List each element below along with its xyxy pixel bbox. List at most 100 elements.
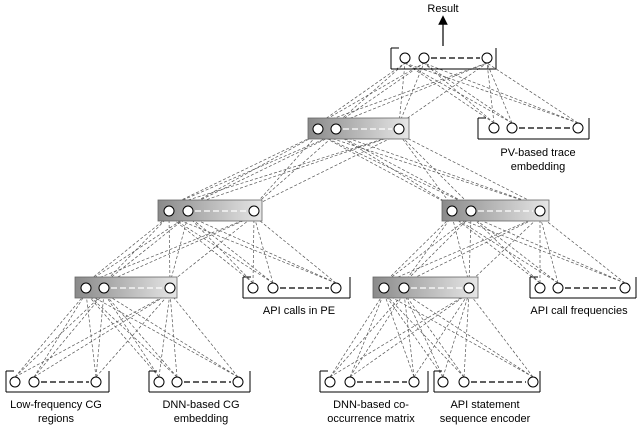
neuron-node [90, 376, 102, 388]
edge-l3b-l2b [383, 215, 453, 284]
neuron-node [182, 205, 194, 217]
edge-mid-top [317, 62, 488, 125]
edge-dnncg-l3a [103, 292, 239, 378]
neuron-node [98, 282, 110, 294]
edge-freq-l2b [451, 215, 626, 284]
edge-l3a-l2a [103, 215, 255, 284]
edge-l3b-l2b [451, 215, 470, 284]
edge-l3b-l2b [403, 215, 453, 284]
edge-dnncg-l3a [85, 292, 178, 378]
neuron-node [344, 376, 356, 388]
edge-lf-l3a [33, 292, 105, 378]
edge-lf-l3a [85, 292, 97, 378]
edge-dnncg-l3a [85, 292, 160, 378]
edge-pv-top [404, 62, 495, 124]
edge-stmt-l3b [403, 292, 534, 378]
edge-l2a-mid [253, 133, 319, 207]
node-group-l2a [157, 199, 263, 222]
neuron-node [164, 282, 176, 294]
edge-mid-top [398, 62, 425, 125]
edge-cooc-l3b [349, 292, 470, 378]
neuron-node [247, 282, 259, 294]
neuron-node [534, 282, 546, 294]
edge-l2a-mid [253, 133, 400, 207]
edge-l3b-l2b [468, 215, 541, 284]
edge-api_pe-l2a [187, 215, 274, 284]
edge-l3a-l2a [169, 215, 189, 284]
edge-l3b-l2b [403, 215, 472, 284]
edge-pv-top [404, 62, 579, 124]
neuron-node [619, 282, 631, 294]
node-group-l3a [74, 276, 178, 299]
edge-lf-l3a [14, 292, 87, 378]
edge-freq-l2b [539, 215, 559, 284]
edge-mid-top [335, 62, 406, 125]
edge-api_pe-l2a [187, 215, 337, 284]
edge-pv-top [404, 62, 513, 124]
label-api-statement-encoder: API statement sequence encoder [439, 399, 531, 425]
edge-l2a-mid [168, 133, 319, 207]
node-group-l2b [441, 199, 550, 222]
edge-l2b-mid [335, 133, 541, 207]
label-dnn-cooccurrence: DNN-based co- occurrence matrix [327, 399, 415, 425]
edge-freq-l2b [451, 215, 541, 284]
neuron-node [330, 282, 342, 294]
neuron-node [80, 282, 92, 294]
edge-freq-l2b [539, 215, 626, 284]
edge-mid-top [398, 62, 406, 125]
edge-l3a-l2a [103, 215, 170, 284]
label-low-frequency-cg: Low-frequency CG regions [10, 399, 102, 425]
edge-pv-top [423, 62, 579, 124]
edge-l2b-mid [398, 133, 541, 207]
edge-stmt-l3b [463, 292, 470, 378]
edge-dnncg-l3a [169, 292, 239, 378]
edge-l3a-l2a [103, 215, 189, 284]
neuron-node [437, 376, 449, 388]
edge-l2a-mid [253, 133, 337, 207]
node-group-mid [307, 117, 410, 140]
neuron-node [153, 376, 165, 388]
neuron-node [418, 52, 430, 64]
edge-dnncg-l3a [158, 292, 171, 378]
edge-lf-l3a [95, 292, 171, 378]
edge-l3b-l2b [403, 215, 541, 284]
edge-mid-top [398, 62, 488, 125]
edge-cooc-l3b [413, 292, 470, 378]
edge-stmt-l3b [383, 292, 444, 378]
neuron-node [506, 122, 518, 134]
edge-freq-l2b [470, 215, 559, 284]
edge-cooc-l3b [349, 292, 405, 378]
neuron-node [267, 282, 279, 294]
edge-lf-l3a [33, 292, 171, 378]
label-dnn-cg-embedding: DNN-based CG embedding [162, 399, 240, 425]
result-label: Result [427, 3, 459, 15]
edge-dnncg-l3a [85, 292, 239, 378]
edge-freq-l2b [470, 215, 541, 284]
edge-cooc-l3b [329, 292, 470, 378]
neuron-node [312, 123, 324, 135]
edge-stmt-l3b [403, 292, 465, 378]
edge-pv-top [423, 62, 513, 124]
edge-api_pe-l2a [168, 215, 254, 284]
node-group-l3b [372, 276, 479, 299]
neuron-node [324, 376, 336, 388]
edge-stmt-l3b [468, 292, 534, 378]
neuron-node [527, 376, 539, 388]
neuron-node [378, 282, 390, 294]
neuron-node [534, 205, 546, 217]
edge-l2a-mid [187, 133, 337, 207]
edge-l2b-mid [335, 133, 472, 207]
node-group-lf [5, 370, 110, 393]
edge-freq-l2b [451, 215, 559, 284]
edge-dnncg-l3a [169, 292, 178, 378]
node-group-top [390, 47, 497, 70]
neuron-node [330, 123, 342, 135]
edge-stmt-l3b [383, 292, 465, 378]
node-group-api_pe [242, 276, 351, 299]
neuron-node [488, 122, 500, 134]
label-api-calls-in-pe: API calls in PE [262, 305, 336, 317]
neuron-node [163, 205, 175, 217]
edge-mid-top [317, 62, 406, 125]
